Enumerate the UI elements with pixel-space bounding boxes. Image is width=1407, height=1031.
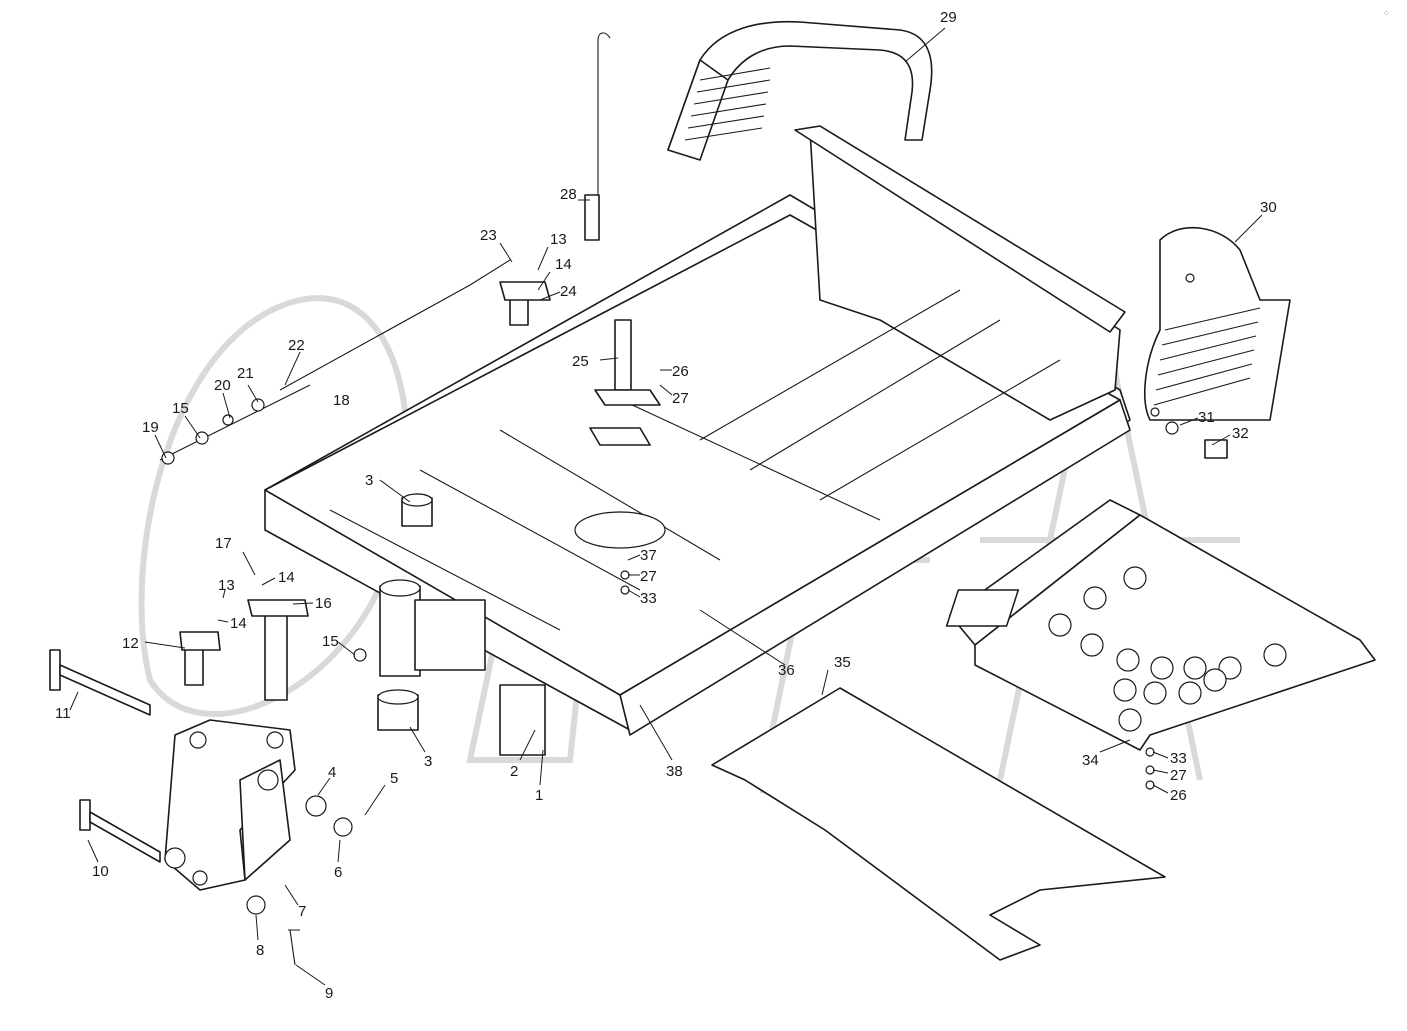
callout-13: 13 <box>218 577 235 594</box>
callout-3: 3 <box>424 753 432 770</box>
callout-3: 3 <box>365 472 373 489</box>
side-panel <box>1144 226 1291 421</box>
callout-21: 21 <box>237 365 254 382</box>
callout-27: 27 <box>672 390 689 407</box>
callout-17: 17 <box>215 535 232 552</box>
leader-lines <box>69 27 1263 986</box>
corner-mark: ⁘ <box>1383 9 1390 18</box>
callout-labels: 29 30 28 23 13 14 24 22 21 20 15 19 18 2… <box>55 9 1277 1002</box>
callout-34: 34 <box>1082 752 1099 769</box>
callout-16: 16 <box>315 595 332 612</box>
callout-24: 24 <box>560 283 577 300</box>
callout-5: 5 <box>390 770 398 787</box>
callout-33: 33 <box>640 590 657 607</box>
callout-27: 27 <box>640 568 657 585</box>
callout-28: 28 <box>560 186 577 203</box>
callout-12: 12 <box>122 635 139 652</box>
callout-35: 35 <box>834 654 851 671</box>
callout-37: 37 <box>640 547 657 564</box>
callout-22: 22 <box>288 337 305 354</box>
swing-bracket <box>164 719 296 891</box>
callout-14: 14 <box>230 615 247 632</box>
callout-32: 32 <box>1232 425 1249 442</box>
callout-31: 31 <box>1198 409 1215 426</box>
callout-14: 14 <box>555 256 572 273</box>
callout-20: 20 <box>214 377 231 394</box>
hardware <box>49 32 1228 966</box>
floor-plate <box>945 499 1376 751</box>
callout-6: 6 <box>334 864 342 881</box>
callout-15: 15 <box>322 633 339 650</box>
main-frame <box>264 125 1131 736</box>
callout-15: 15 <box>172 400 189 417</box>
callout-13: 13 <box>550 231 567 248</box>
seat-back <box>667 20 933 161</box>
callout-9: 9 <box>325 985 333 1002</box>
callout-4: 4 <box>328 764 336 781</box>
callout-30: 30 <box>1260 199 1277 216</box>
callout-1: 1 <box>535 787 543 804</box>
callout-23: 23 <box>480 227 497 244</box>
callout-26: 26 <box>1170 787 1187 804</box>
callout-33: 33 <box>1170 750 1187 767</box>
callout-7: 7 <box>298 903 306 920</box>
callout-25: 25 <box>572 353 589 370</box>
callout-26: 26 <box>672 363 689 380</box>
callout-29: 29 <box>940 9 957 26</box>
callout-38: 38 <box>666 763 683 780</box>
callout-11: 11 <box>55 705 71 722</box>
callout-27: 27 <box>1170 767 1187 784</box>
callout-18: 18 <box>333 392 350 409</box>
callout-10: 10 <box>92 863 109 880</box>
callout-2: 2 <box>510 763 518 780</box>
callout-14: 14 <box>278 569 295 586</box>
floor-mat <box>711 687 1166 961</box>
callout-19: 19 <box>142 419 159 436</box>
callout-36: 36 <box>778 662 795 679</box>
callout-8: 8 <box>256 942 264 959</box>
